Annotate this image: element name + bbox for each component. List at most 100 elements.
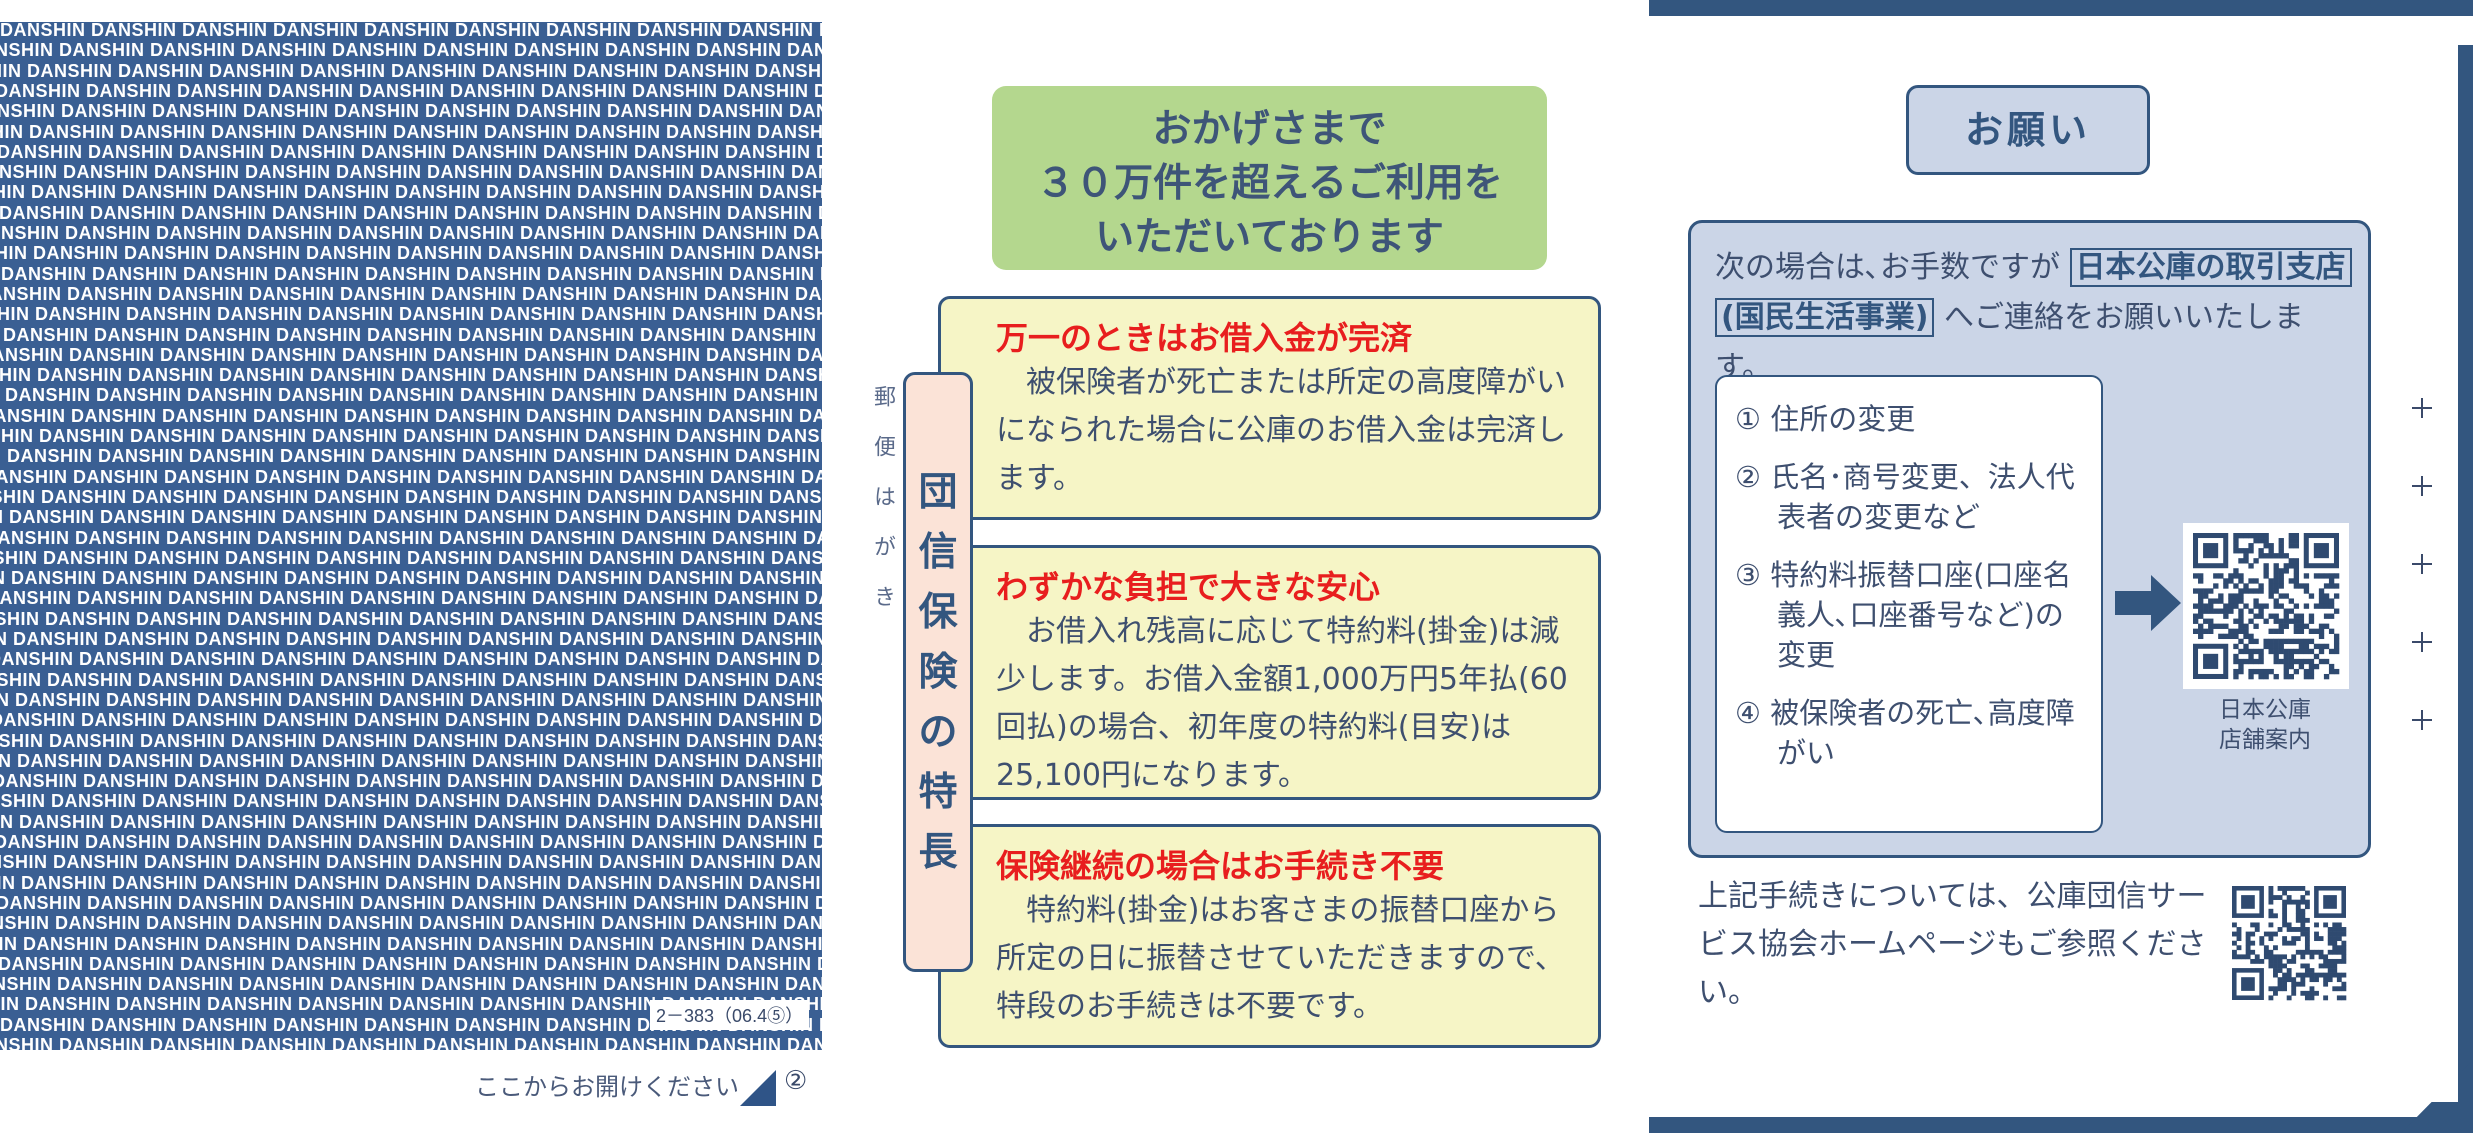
pattern-row: DANSHIN DANSHIN DANSHIN DANSHIN DANSHIN … — [0, 689, 822, 710]
pattern-row: DANSHIN DANSHIN DANSHIN DANSHIN DANSHIN … — [0, 669, 822, 690]
crop-mark-icon — [2412, 710, 2432, 730]
pattern-row: DANSHIN DANSHIN DANSHIN DANSHIN DANSHIN … — [0, 182, 822, 203]
pattern-row: DANSHIN DANSHIN DANSHIN DANSHIN DANSHIN … — [0, 547, 822, 568]
pattern-row: DANSHIN DANSHIN DANSHIN DANSHIN DANSHIN … — [0, 263, 822, 284]
pattern-row: DANSHIN DANSHIN DANSHIN DANSHIN DANSHIN … — [0, 426, 822, 446]
intro-division-box: (国民生活事業) — [1715, 298, 1935, 337]
pattern-row: DANSHIN DANSHIN DANSHIN DANSHIN DANSHIN … — [0, 344, 822, 365]
feature-box-continuation: 保険継続の場合はお手続き不要 特約料(掛金)はお客さまの振替口座から所定の日に振… — [938, 824, 1601, 1048]
frame-corner-cut — [2404, 1048, 2458, 1102]
crop-mark-icon — [2412, 476, 2432, 496]
list-item: ④ 被保険者の死亡､高度障がい — [1735, 696, 2075, 770]
tab-char: 団 — [918, 470, 958, 515]
pattern-row: DANSHIN DANSHIN DANSHIN DANSHIN DANSHIN … — [0, 243, 822, 264]
frame-border-bottom — [1649, 1117, 2419, 1133]
pattern-row: DANSHIN DANSHIN DANSHIN DANSHIN DANSHIN … — [0, 892, 822, 913]
pattern-row: DANSHIN DANSHIN DANSHIN DANSHIN DANSHIN … — [0, 223, 822, 243]
feature-text: 特約料(掛金)はお客さまの振替口座から所定の日に振替させていただきますので、特段… — [996, 893, 1565, 1024]
qr-caption-line: 日本公庫 — [2219, 697, 2311, 723]
tab-char: 険 — [918, 650, 958, 695]
pattern-row: DANSHIN DANSHIN DANSHIN DANSHIN DANSHIN … — [0, 365, 822, 386]
change-list: ① 住所の変更 ② 氏名･商号変更、法人代表者の変更など ③ 特約料振替口座(口… — [1715, 375, 2103, 833]
frame-border-top — [1649, 0, 2473, 16]
pattern-row: DANSHIN DANSHIN DANSHIN DANSHIN DANSHIN … — [0, 608, 822, 629]
print-code: 2－383（06.4⑤） — [650, 1000, 810, 1030]
pattern-row: DANSHIN DANSHIN DANSHIN DANSHIN DANSHIN … — [0, 385, 822, 406]
qr-caption-line: 店舗案内 — [2219, 727, 2311, 753]
homepage-qr-code-icon[interactable] — [2222, 876, 2356, 1010]
store-guide-qr-code-icon[interactable] — [2183, 523, 2349, 689]
list-item: ② 氏名･商号変更、法人代表者の変更など — [1735, 460, 2075, 534]
pattern-row: DANSHIN DANSHIN DANSHIN DANSHIN DANSHIN … — [0, 832, 822, 852]
pattern-row: DANSHIN DANSHIN DANSHIN DANSHIN DANSHIN … — [0, 101, 822, 122]
feature-box-repayment: 万一のときはお借入金が完済 被保険者が死亡または所定の高度障がいになられた場合に… — [938, 296, 1601, 520]
header-line: ３０万件を超えるご利用を — [1036, 161, 1503, 206]
pattern-row: DANSHIN DANSHIN DANSHIN DANSHIN DANSHIN … — [0, 872, 822, 893]
pattern-row: DANSHIN DANSHIN DANSHIN DANSHIN DANSHIN … — [0, 730, 822, 751]
pattern-row: DANSHIN DANSHIN DANSHIN DANSHIN DANSHIN … — [0, 852, 822, 873]
header-banner: おかげさまで ３０万件を超えるご利用を いただいております — [992, 86, 1547, 270]
pattern-row: DANSHIN DANSHIN DANSHIN DANSHIN DANSHIN … — [0, 304, 822, 325]
request-box: 次の場合は､お手数ですが 日本公庫の取引支店 (国民生活事業) へご連絡をお願い… — [1688, 220, 2371, 858]
request-intro: 次の場合は､お手数ですが 日本公庫の取引支店 (国民生活事業) へご連絡をお願い… — [1715, 243, 2355, 393]
postcard-label: 郵便はがき — [870, 385, 895, 635]
pattern-row: DANSHIN DANSHIN DANSHIN DANSHIN DANSHIN … — [0, 568, 822, 589]
page-number: ② — [784, 1066, 808, 1096]
pattern-row: DANSHIN DANSHIN DANSHIN DANSHIN DANSHIN … — [0, 507, 822, 528]
list-item: ③ 特約料振替口座(口座名義人､口座番号など)の変更 — [1735, 558, 2072, 672]
request-badge: お願い — [1906, 85, 2150, 175]
tab-char: 信 — [918, 530, 958, 575]
tab-char: 特 — [918, 770, 958, 815]
pattern-row: DANSHIN DANSHIN DANSHIN DANSHIN DANSHIN … — [0, 750, 822, 771]
pattern-row: DANSHIN DANSHIN DANSHIN DANSHIN DANSHIN … — [0, 22, 822, 40]
pattern-row: DANSHIN DANSHIN DANSHIN DANSHIN DANSHIN … — [0, 1035, 822, 1050]
pattern-row: DANSHIN DANSHIN DANSHIN DANSHIN DANSHIN … — [0, 629, 822, 649]
pattern-row: DANSHIN DANSHIN DANSHIN DANSHIN DANSHIN … — [0, 202, 822, 223]
open-here-triangle-icon — [740, 1070, 776, 1106]
pattern-row: DANSHIN DANSHIN DANSHIN DANSHIN DANSHIN … — [0, 466, 822, 487]
arrow-right-icon — [2115, 575, 2181, 631]
pattern-row: DANSHIN DANSHIN DANSHIN DANSHIN DANSHIN … — [0, 121, 822, 142]
pattern-row: DANSHIN DANSHIN DANSHIN DANSHIN DANSHIN … — [0, 791, 822, 812]
pattern-row: DANSHIN DANSHIN DANSHIN DANSHIN DANSHIN … — [0, 994, 822, 1015]
frame-border-right — [2458, 45, 2473, 1133]
intro-prefix: 次の場合は､お手数ですが — [1715, 250, 2060, 285]
header-line: いただいております — [1095, 215, 1444, 260]
feature-text: お借入れ残高に応じて特約料(掛金)は減少します。お借入金額1,000万円5年払(… — [996, 614, 1568, 793]
qr-caption: 日本公庫 店舗案内 — [2185, 695, 2345, 755]
intro-branch-box: 日本公庫の取引支店 — [2069, 248, 2352, 287]
pattern-row: DANSHIN DANSHIN DANSHIN DANSHIN DANSHIN … — [0, 486, 822, 507]
feature-title: 万一のときはお借入金が完済 — [996, 319, 1413, 357]
header-line: おかげさまで — [1152, 107, 1387, 152]
tab-char: 保 — [918, 590, 958, 635]
pattern-row: DANSHIN DANSHIN DANSHIN DANSHIN DANSHIN … — [0, 1014, 822, 1035]
pattern-row: DANSHIN DANSHIN DANSHIN DANSHIN DANSHIN … — [0, 710, 822, 731]
features-vertical-tab: 団 信 保 険 の 特 長 — [903, 372, 973, 972]
pattern-row: DANSHIN DANSHIN DANSHIN DANSHIN DANSHIN … — [0, 588, 822, 609]
crop-mark-icon — [2412, 554, 2432, 574]
procedure-text: 上記手続きについては、公庫団信サービス協会ホームページもご参照ください。 — [1698, 879, 2207, 1010]
pattern-row: DANSHIN DANSHIN DANSHIN DANSHIN DANSHIN … — [0, 446, 822, 467]
pattern-row: DANSHIN DANSHIN DANSHIN DANSHIN DANSHIN … — [0, 141, 822, 162]
pattern-row: DANSHIN DANSHIN DANSHIN DANSHIN DANSHIN … — [0, 974, 822, 995]
feature-title: 保険継続の場合はお手続き不要 — [996, 847, 1445, 885]
feature-title: わずかな負担で大きな安心 — [996, 568, 1381, 606]
pattern-row: DANSHIN DANSHIN DANSHIN DANSHIN DANSHIN … — [0, 40, 822, 61]
tab-char: 長 — [918, 830, 958, 875]
feature-text: 被保険者が死亡または所定の高度障がいになられた場合に公庫のお借入金は完済します。 — [996, 365, 1566, 496]
pattern-row: DANSHIN DANSHIN DANSHIN DANSHIN DANSHIN … — [0, 771, 822, 792]
pattern-row: DANSHIN DANSHIN DANSHIN DANSHIN DANSHIN … — [0, 80, 822, 101]
pattern-row: DANSHIN DANSHIN DANSHIN DANSHIN DANSHIN … — [0, 913, 822, 934]
pattern-row: DANSHIN DANSHIN DANSHIN DANSHIN DANSHIN … — [0, 283, 822, 304]
list-item: ① 住所の変更 — [1735, 402, 1916, 436]
pattern-row: DANSHIN DANSHIN DANSHIN DANSHIN DANSHIN … — [0, 649, 822, 670]
pattern-row: DANSHIN DANSHIN DANSHIN DANSHIN DANSHIN … — [0, 527, 822, 548]
pattern-row: DANSHIN DANSHIN DANSHIN DANSHIN DANSHIN … — [0, 405, 822, 426]
pattern-row: DANSHIN DANSHIN DANSHIN DANSHIN DANSHIN … — [0, 953, 822, 974]
pattern-row: DANSHIN DANSHIN DANSHIN DANSHIN DANSHIN … — [0, 162, 822, 183]
pattern-row: DANSHIN DANSHIN DANSHIN DANSHIN DANSHIN … — [0, 324, 822, 345]
feature-box-premium: わずかな負担で大きな安心 お借入れ残高に応じて特約料(掛金)は減少します。お借入… — [938, 545, 1601, 800]
open-instruction: ここからお開けください — [475, 1073, 739, 1101]
crop-mark-icon — [2412, 632, 2432, 652]
danshin-security-pattern: DANSHIN DANSHIN DANSHIN DANSHIN DANSHIN … — [0, 22, 822, 1050]
